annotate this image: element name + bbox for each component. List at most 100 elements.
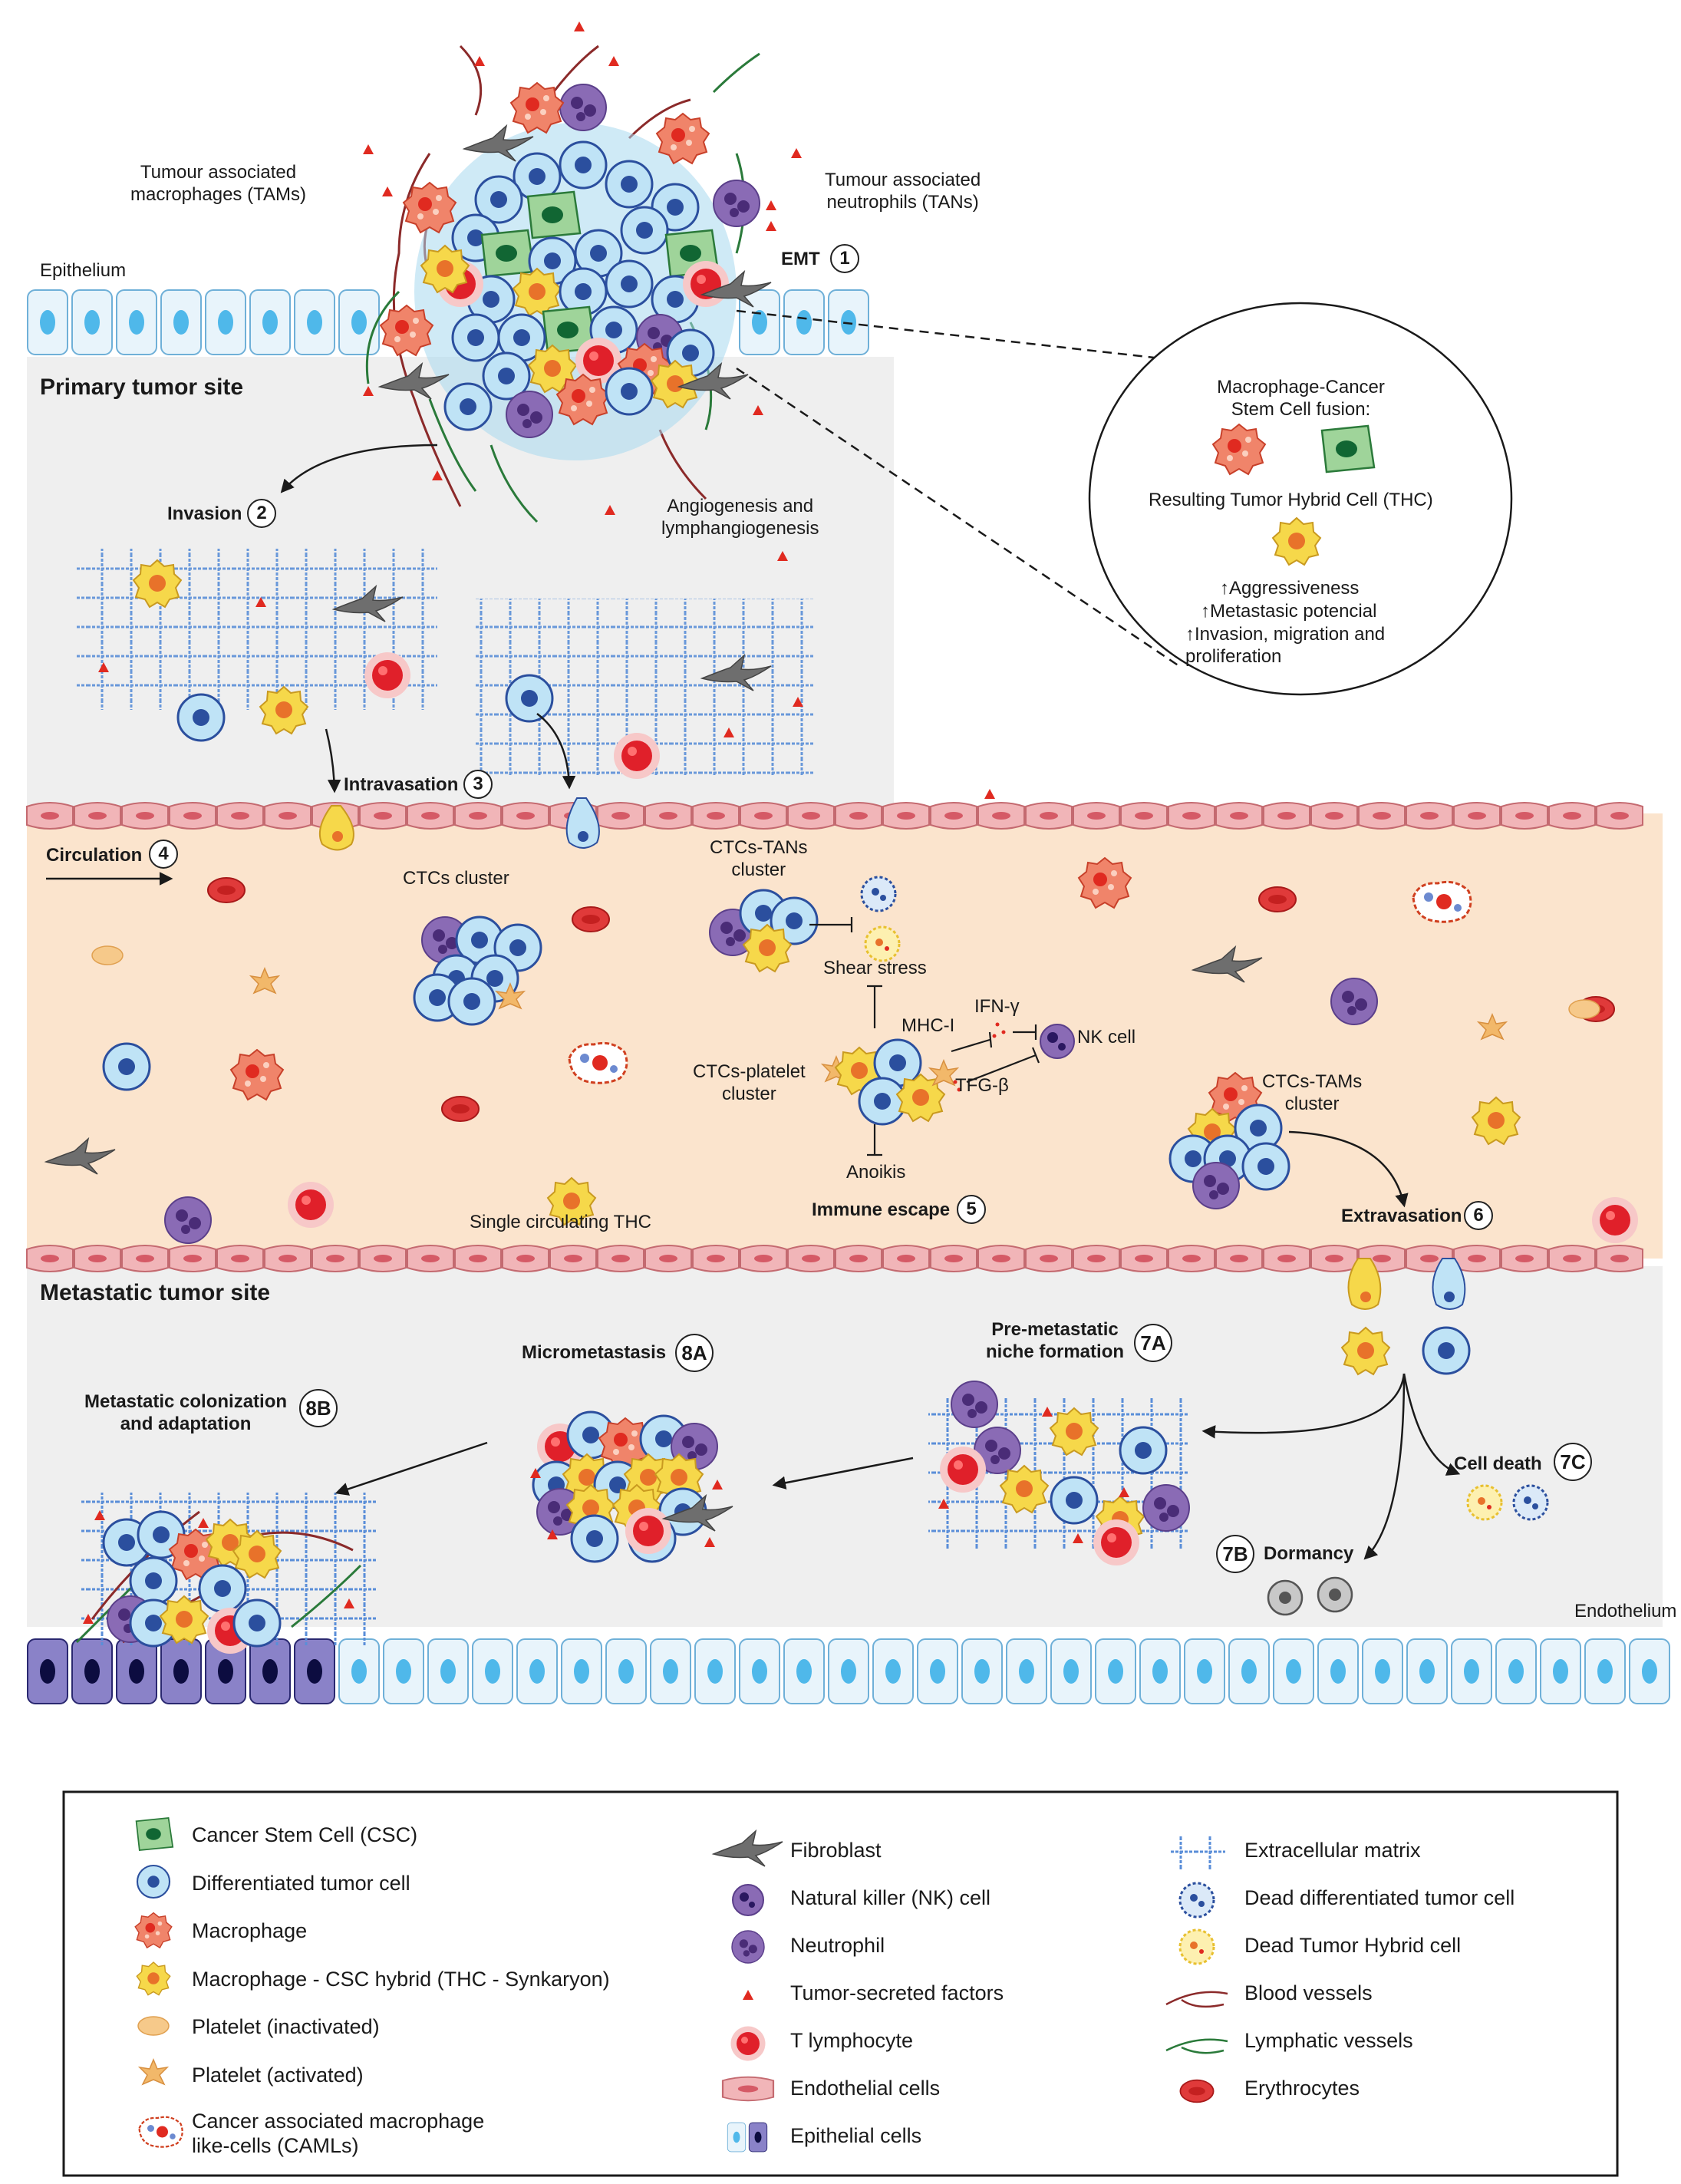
inset-fusion-circle <box>1088 302 1513 696</box>
endothelial-cell <box>1453 1245 1501 1272</box>
cell-death-label: Cell death <box>1454 1453 1542 1474</box>
epithelial-cell <box>294 289 335 355</box>
ctcs-tams-label: CTCs-TAMs cluster <box>1262 1071 1363 1114</box>
immune-escape-label: Immune escape <box>812 1199 951 1220</box>
step-3: 3 <box>463 770 493 799</box>
colonized-epithelial-cell <box>71 1638 113 1704</box>
legend-label-t-cell: T lymphocyte <box>790 2029 914 2052</box>
legend-label-blood-vessel: Blood vessels <box>1244 1981 1373 2004</box>
epithelial-cell <box>1273 1638 1314 1704</box>
inset-line-3: ↑Invasion, migration and proliferation <box>1185 624 1386 667</box>
endothelial-cell <box>787 802 835 830</box>
step-1: 1 <box>830 244 859 273</box>
endothelial-cell <box>216 802 264 830</box>
step-5: 5 <box>957 1195 986 1224</box>
tumor-mass-cell <box>559 84 607 131</box>
intravasation-label: Intravasation <box>344 774 459 795</box>
tams-label: Tumour associated macrophages (TAMs) <box>130 162 306 205</box>
tumor-secreted-factor <box>791 148 802 158</box>
circulation-vessel <box>27 813 1663 1259</box>
endothelial-cell <box>1501 1245 1548 1272</box>
step-7c: 7C <box>1554 1443 1592 1481</box>
legend-label-factor: Tumor-secreted factors <box>790 1981 1004 2004</box>
ctcs-tans-label: CTCs-TANs cluster <box>710 837 808 880</box>
epithelial-cell <box>961 1638 1003 1704</box>
endothelium-basal-layer <box>27 1638 1670 1704</box>
colonized-epithelial-cell <box>249 1638 291 1704</box>
inset-dashed-lines <box>736 309 1182 669</box>
step-8b: 8B <box>299 1389 338 1427</box>
endothelial-cell <box>597 802 644 830</box>
invasion-label: Invasion <box>167 503 242 524</box>
epithelial-cell <box>783 289 825 355</box>
endothelial-cell <box>121 802 169 830</box>
epithelial-cell <box>338 289 380 355</box>
endothelial-cell <box>1120 1245 1168 1272</box>
ctcs-cluster-label: CTCs cluster <box>403 868 509 889</box>
micrometastasis-label: Micrometastasis <box>522 1342 667 1363</box>
endothelial-cell <box>169 802 216 830</box>
colonized-epithelial-cell <box>116 1638 157 1704</box>
endothelial-cell <box>1263 802 1310 830</box>
endothelial-cell <box>597 1245 644 1272</box>
inset-line-2: ↑Metastasic potencial <box>1201 601 1377 622</box>
extravasating-tumor-cell <box>1432 1258 1466 1310</box>
tans-label: Tumour associated neutrophils (TANs) <box>825 170 981 213</box>
epithelial-cell <box>427 1638 469 1704</box>
legend-label-tumor-cell: Differentiated tumor cell <box>192 1871 410 1895</box>
legend-label-endothelial: Endothelial cells <box>790 2077 941 2100</box>
epithelial-cell <box>472 1638 513 1704</box>
endothelial-cell <box>454 1245 502 1272</box>
inset-line-1: ↑Aggressiveness <box>1220 578 1360 599</box>
tumor-mass-cell <box>480 229 536 278</box>
endothelial-cell <box>549 1245 597 1272</box>
legend-label-dead-tumor: Dead differentiated tumor cell <box>1244 1886 1515 1909</box>
legend-label-epithelial: Epithelial cells <box>790 2124 922 2147</box>
endothelial-cell <box>26 802 74 830</box>
epithelium-label: Epithelium <box>40 260 127 281</box>
endothelial-cell <box>1215 802 1263 830</box>
endothelial-cell <box>692 1245 740 1272</box>
epithelial-cell <box>1584 1638 1626 1704</box>
legend-box <box>62 1790 1619 2177</box>
endothelial-cell <box>1406 802 1453 830</box>
epithelial-cell <box>27 289 68 355</box>
endothelial-cell <box>692 802 740 830</box>
endothelial-cell <box>169 1245 216 1272</box>
epithelial-cell <box>1184 1638 1225 1704</box>
tumor-secreted-factor <box>474 56 485 66</box>
ctcs-platelet-label: CTCs-platelet cluster <box>693 1061 806 1104</box>
tgf-label: TFG-β <box>955 1075 1009 1096</box>
epithelial-cell <box>1451 1638 1492 1704</box>
endothelial-cell <box>1310 802 1358 830</box>
primary-site-title: Primary tumor site <box>40 374 244 400</box>
step-7b: 7B <box>1216 1535 1254 1573</box>
epithelial-cell <box>116 289 157 355</box>
endothelial-cell <box>26 1245 74 1272</box>
tumor-secreted-factor <box>766 221 776 231</box>
endothelial-cell <box>835 802 882 830</box>
dormancy-label: Dormancy <box>1264 1543 1354 1564</box>
epithelial-cell <box>338 1638 380 1704</box>
extravasation-label: Extravasation <box>1341 1206 1462 1226</box>
legend-label-csc: Cancer Stem Cell (CSC) <box>192 1823 418 1846</box>
endothelial-cell <box>1548 1245 1596 1272</box>
epithelial-cell <box>1362 1638 1403 1704</box>
epithelial-cell <box>783 1638 825 1704</box>
epithelial-cell <box>872 1638 914 1704</box>
endothelial-cell <box>977 802 1025 830</box>
inset-csc <box>1320 424 1376 473</box>
mhc-label: MHC-I <box>901 1015 955 1036</box>
step-2: 2 <box>247 499 276 528</box>
epithelial-cell <box>828 1638 869 1704</box>
endothelial-cell <box>1453 802 1501 830</box>
endothelial-cell <box>264 802 311 830</box>
tumor-mass-cell <box>443 382 493 431</box>
endothelial-cell <box>1501 802 1548 830</box>
tumor-secreted-factor <box>382 186 393 196</box>
endothelial-cell <box>1596 1245 1643 1272</box>
extravasating-hybrid <box>1347 1258 1382 1310</box>
single-thc-label: Single circulating THC <box>470 1212 651 1232</box>
tumor-secreted-factor <box>363 144 374 154</box>
endothelial-cell <box>407 1245 454 1272</box>
